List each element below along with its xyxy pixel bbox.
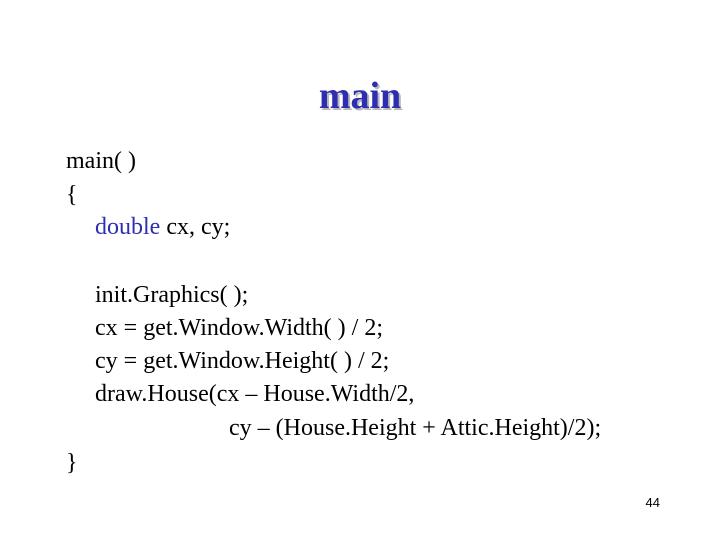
slide-number: 44 (645, 495, 660, 510)
code-line-open-brace: { (66, 182, 78, 208)
code-line-draw-house: draw.House(cx – House.Width/2, (95, 381, 415, 407)
code-line-declaration: double cx, cy; (95, 212, 230, 242)
code-declaration-vars: cx, cy; (160, 214, 231, 240)
code-line-init-graphics: init.Graphics( ); (95, 282, 249, 308)
code-line-cy-assign: cy = get.Window.Height( ) / 2; (95, 348, 390, 374)
code-line-main-signature: main( ) (66, 148, 136, 174)
code-line-cx-assign: cx = get.Window.Width( ) / 2; (95, 315, 383, 341)
code-line-close-brace: } (66, 450, 78, 476)
slide-title: main (318, 75, 402, 117)
code-line-draw-house-cont: cy – (House.Height + Attic.Height)/2); (229, 415, 602, 441)
code-keyword-double: double (95, 214, 161, 240)
